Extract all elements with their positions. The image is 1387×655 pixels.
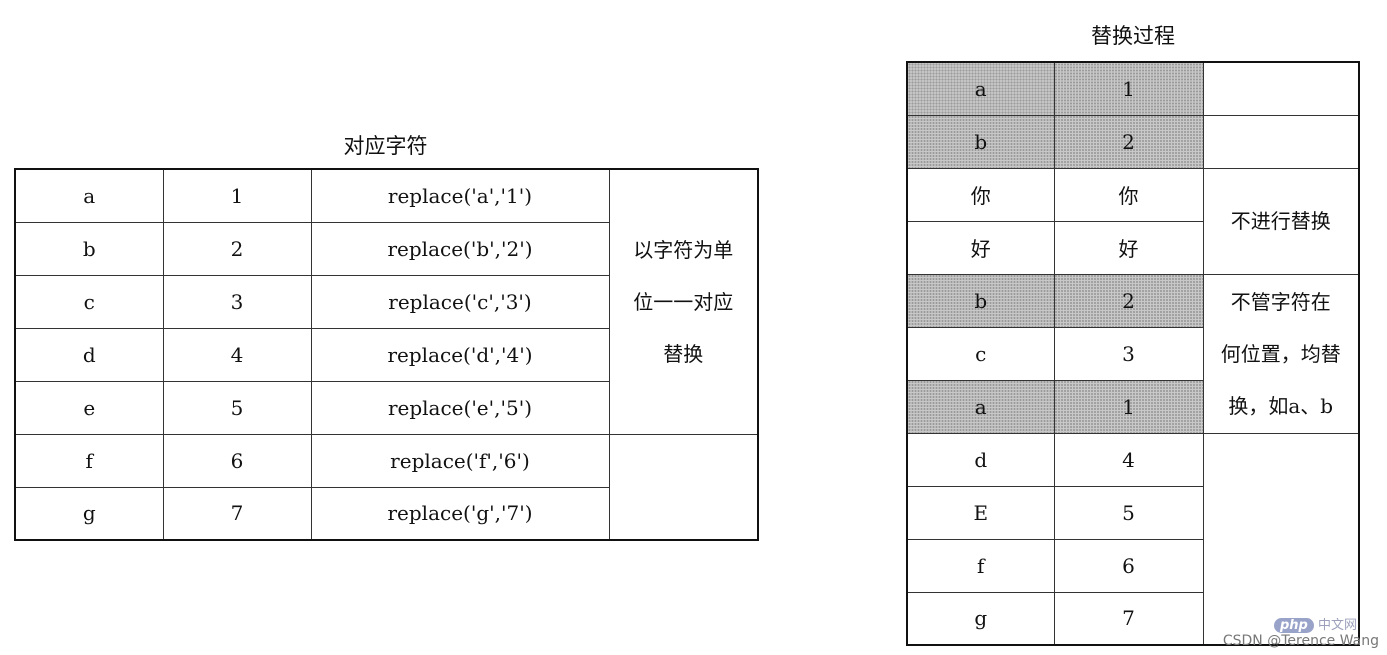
empty-note-cell bbox=[1202, 61, 1360, 116]
table-row: 你 你 不进行替换 bbox=[906, 167, 1360, 275]
empty-note-cell bbox=[608, 433, 759, 541]
char-cell: g bbox=[14, 486, 164, 541]
result-char-cell: 2 bbox=[1053, 114, 1204, 169]
replace-code-cell: replace('b','2') bbox=[310, 221, 610, 276]
source-char-cell: c bbox=[906, 326, 1055, 381]
source-char-cell: g bbox=[906, 591, 1055, 646]
table-row: a 1 bbox=[906, 379, 1359, 434]
result-char-cell: 4 bbox=[1053, 432, 1204, 487]
no-replace-note: 不进行替换 bbox=[1202, 167, 1360, 275]
table-row: b 2 bbox=[906, 114, 1360, 169]
replace-code-cell: replace('e','5') bbox=[310, 380, 610, 435]
table-row: g 7 replace('g','7') bbox=[14, 486, 758, 541]
table-row: E 5 bbox=[906, 485, 1359, 540]
source-char-cell: b bbox=[906, 114, 1055, 169]
source-char-cell: E bbox=[906, 485, 1055, 540]
source-char-cell: d bbox=[906, 432, 1055, 487]
number-cell: 4 bbox=[162, 327, 312, 382]
replace-code-cell: replace('a','1') bbox=[310, 168, 610, 223]
table-row: b 2 replace('b','2') bbox=[14, 221, 758, 276]
table-row: a 1 bbox=[906, 61, 1360, 116]
php-site-label: 中文网 bbox=[1317, 618, 1357, 633]
result-char-cell: 5 bbox=[1053, 485, 1204, 540]
source-char-cell: a bbox=[906, 61, 1055, 116]
note-line: 位一一对应 bbox=[633, 289, 734, 314]
number-cell: 2 bbox=[162, 221, 312, 276]
table-row: e 5 replace('e','5') bbox=[14, 380, 758, 435]
char-cell: d bbox=[14, 327, 164, 382]
number-cell: 3 bbox=[162, 274, 312, 329]
note-line: 以字符为单 bbox=[633, 237, 734, 262]
char-mapping-table: a 1 replace('a','1') 以字符为单 位一一对应 替换 b 2 … bbox=[14, 168, 759, 541]
table-row: d 4 bbox=[906, 432, 1360, 646]
php-logo-icon: php bbox=[1273, 618, 1314, 633]
result-char-cell: 7 bbox=[1053, 591, 1204, 646]
number-cell: 5 bbox=[162, 380, 312, 435]
result-char-cell: 1 bbox=[1053, 379, 1204, 434]
char-cell: c bbox=[14, 274, 164, 329]
table-row: f 6 bbox=[906, 538, 1359, 593]
source-char-cell: 好 bbox=[906, 220, 1055, 275]
number-cell: 6 bbox=[162, 433, 312, 488]
replace-code-cell: replace('c','3') bbox=[310, 274, 610, 329]
replace-process-table: a 1 b 2 你 你 不进行替换 好 好 b 2 不管字符在 何位置，均替 换… bbox=[906, 61, 1360, 646]
empty-note-cell bbox=[1202, 114, 1360, 169]
table-row: b 2 不管字符在 何位置，均替 换，如a、b bbox=[906, 273, 1360, 434]
result-char-cell: 好 bbox=[1053, 220, 1204, 275]
table-row: g 7 bbox=[906, 591, 1359, 646]
result-char-cell: 3 bbox=[1053, 326, 1204, 381]
table-row: a 1 replace('a','1') 以字符为单 位一一对应 替换 bbox=[14, 168, 759, 435]
result-char-cell: 你 bbox=[1053, 167, 1204, 222]
number-cell: 1 bbox=[162, 168, 312, 223]
replace-code-cell: replace('f','6') bbox=[310, 433, 610, 488]
php-cn-logo: php 中文网 bbox=[1273, 614, 1357, 633]
char-cell: b bbox=[14, 221, 164, 276]
note-line: 换，如a、b bbox=[1228, 393, 1334, 418]
note-line: 不管字符在 bbox=[1230, 289, 1331, 314]
replace-code-cell: replace('g','7') bbox=[310, 486, 610, 541]
table-row: d 4 replace('d','4') bbox=[14, 327, 758, 382]
char-cell: a bbox=[14, 168, 164, 223]
char-cell: e bbox=[14, 380, 164, 435]
csdn-watermark: CSDN @Terence Wang bbox=[1222, 633, 1379, 649]
char-cell: f bbox=[14, 433, 164, 488]
number-cell: 7 bbox=[162, 486, 312, 541]
table-row: c 3 bbox=[906, 326, 1359, 381]
one-to-one-note: 以字符为单 位一一对应 替换 bbox=[608, 168, 759, 435]
table-row: c 3 replace('c','3') bbox=[14, 274, 758, 329]
source-char-cell: b bbox=[906, 273, 1055, 328]
any-position-note: 不管字符在 何位置，均替 换，如a、b bbox=[1202, 273, 1360, 434]
table-row: f 6 replace('f','6') bbox=[14, 433, 759, 541]
result-char-cell: 6 bbox=[1053, 538, 1204, 593]
note-line: 何位置，均替 bbox=[1220, 341, 1341, 366]
replace-code-cell: replace('d','4') bbox=[310, 327, 610, 382]
right-table-caption: 替换过程 bbox=[1091, 24, 1175, 48]
result-char-cell: 2 bbox=[1053, 273, 1204, 328]
source-char-cell: f bbox=[906, 538, 1055, 593]
empty-note-cell bbox=[1202, 432, 1360, 646]
result-char-cell: 1 bbox=[1053, 61, 1204, 116]
source-char-cell: a bbox=[906, 379, 1055, 434]
note-line: 替换 bbox=[663, 341, 704, 366]
left-table-caption: 对应字符 bbox=[343, 134, 428, 158]
source-char-cell: 你 bbox=[906, 167, 1055, 222]
